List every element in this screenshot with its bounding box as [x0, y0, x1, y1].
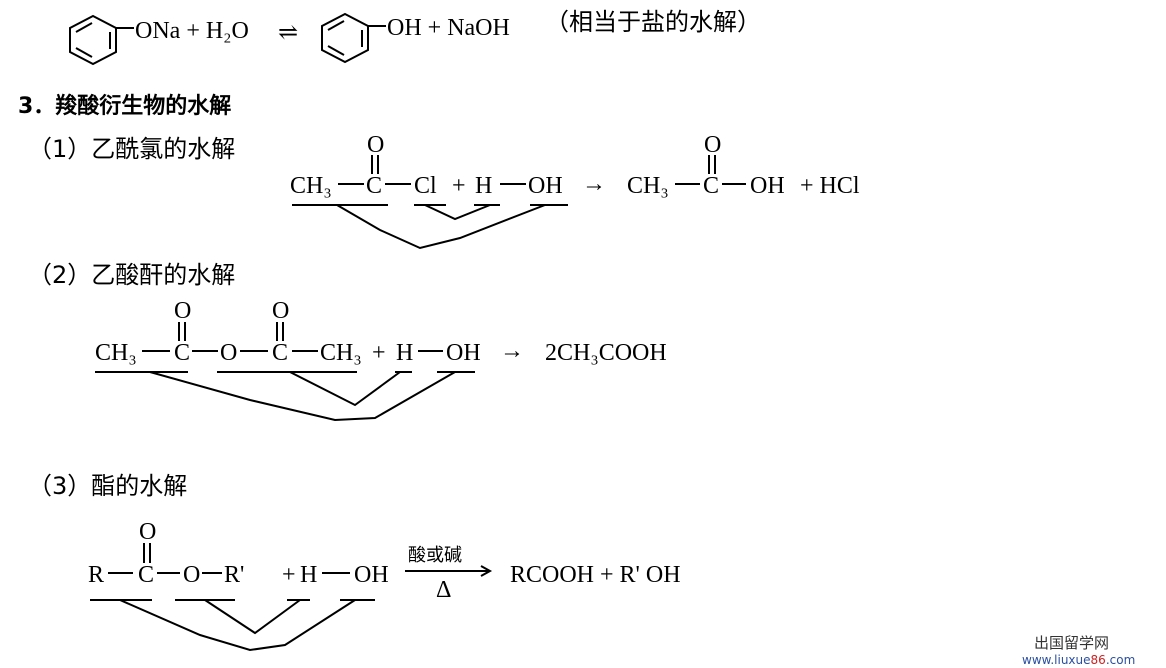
benzene-ring-icon	[321, 12, 386, 64]
hydrogen: H	[475, 173, 492, 199]
r-group: R	[88, 562, 104, 588]
phenoxide-reactant: ONa + H₂O	[135, 18, 249, 44]
product-carbon: C	[703, 173, 719, 199]
hydroxyl: OH	[528, 173, 563, 199]
carbonyl-oxygen: O	[174, 298, 191, 324]
bond-cleavage-arcs	[292, 204, 568, 250]
acetic-acid-product: 2CH₃COOH	[545, 340, 667, 366]
chlorine: Cl	[414, 173, 437, 199]
ester-equation: R C O O R' + H OH 酸或碱 Δ RCOOH + R' OH	[88, 519, 681, 652]
ch3-group: CH₃	[95, 340, 137, 366]
carbonyl-oxygen: O	[272, 298, 289, 324]
carbonyl-carbon: C	[272, 340, 288, 366]
section-heading: 3．羧酸衍生物的水解	[18, 93, 231, 119]
ch3-group: CH₃	[320, 340, 362, 366]
plus-sign: +	[372, 340, 386, 366]
carbonyl-oxygen: O	[139, 519, 156, 545]
carbonyl-carbon: C	[366, 173, 382, 199]
watermark-url: www.liuxue86.com	[1022, 653, 1135, 667]
watermark-logo: 出国留学网 www.liuxue86.com	[1022, 634, 1135, 667]
hydroxyl: OH	[354, 562, 389, 588]
carbonyl-carbon: C	[174, 340, 190, 366]
plus-sign: +	[282, 562, 296, 588]
ester-oxygen: O	[183, 562, 200, 588]
hydrogen: H	[396, 340, 413, 366]
hydroxyl: OH	[446, 340, 481, 366]
product-hcl: + HCl	[800, 173, 860, 199]
carbonyl-carbon: C	[138, 562, 154, 588]
catalyst-condition: 酸或碱	[408, 545, 462, 566]
reaction-arrow: →	[500, 338, 524, 364]
acyl-chloride-equation: CH₃ C O Cl + H OH → CH₃ C O OH + HCl	[290, 132, 860, 250]
reaction-arrow-head-icon	[480, 565, 493, 577]
product-hydroxyl: OH	[750, 173, 785, 199]
product-oxygen: O	[704, 132, 721, 158]
hydrogen: H	[300, 562, 317, 588]
bond-cleavage-arcs	[90, 599, 375, 652]
phenol-product: OH + NaOH	[387, 15, 510, 41]
ester-products: RCOOH + R' OH	[510, 562, 681, 588]
heat-symbol: Δ	[436, 577, 451, 603]
r-prime-group: R'	[224, 562, 244, 588]
phenoxide-equation: ONa + H₂O ⇌ OH + NaOH （相当于盐的水解）	[69, 8, 761, 66]
bridging-oxygen: O	[220, 340, 237, 366]
anhydride-equation: CH₃ C O O C O CH₃ + H OH → 2CH₃COOH	[95, 298, 667, 422]
benzene-ring-icon	[69, 14, 134, 66]
reaction-arrow: →	[582, 171, 606, 197]
ch3-group: CH₃	[290, 173, 332, 199]
anhydride-label: （2）乙酸酐的水解	[28, 261, 235, 289]
salt-hydrolysis-note: （相当于盐的水解）	[545, 8, 761, 36]
product-ch3: CH₃	[627, 173, 669, 199]
bond-cleavage-arcs	[95, 371, 475, 422]
equilibrium-arrow: ⇌	[278, 20, 298, 46]
acyl-chloride-label: （1）乙酰氯的水解	[28, 135, 235, 163]
watermark-name: 出国留学网	[1034, 634, 1109, 652]
carbonyl-oxygen: O	[367, 132, 384, 158]
ester-label: （3）酯的水解	[28, 472, 187, 500]
plus-sign: +	[452, 173, 466, 199]
